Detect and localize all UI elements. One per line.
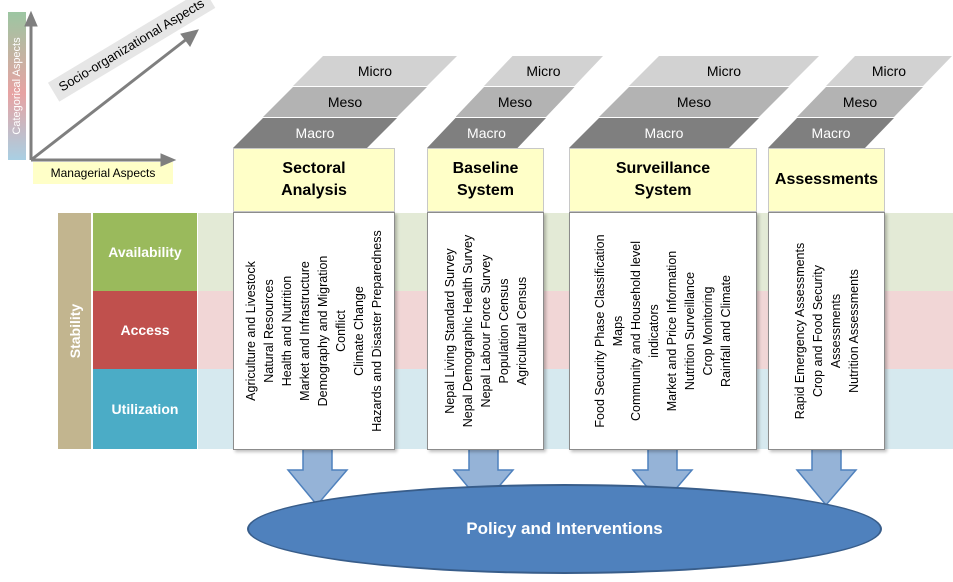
list-item: Assessments (828, 293, 843, 369)
list-item: Agricultural Census (514, 276, 529, 386)
column-items-sectoral: Agriculture and Livestock Natural Resourc… (242, 230, 386, 432)
categorical-aspects-axis: Categorical Aspects (8, 12, 26, 160)
list-item: Crop Monitoring (701, 286, 715, 376)
horizontal-axis-arrowhead (160, 153, 177, 167)
vertical-axis-arrowhead (24, 10, 38, 27)
column-title-sectoral: Sectoral Analysis (233, 148, 395, 212)
column-body-surveillance: Food Security Phase Classification Maps Co… (569, 212, 757, 450)
list-item: Nepal Demographic Health Survey (460, 234, 475, 428)
column-body-sectoral: Agriculture and Livestock Natural Resourc… (233, 212, 395, 450)
policy-label: Policy and Interventions (466, 519, 663, 538)
list-item: Nepal Living Standard Survey (442, 248, 457, 414)
list-item: Demography and Migration (316, 255, 330, 407)
list-item: Natural Resources (262, 279, 276, 383)
stability-bar: Stability (58, 213, 91, 449)
list-item: Nutrition Assessments (846, 269, 861, 393)
list-item: Nutrition Surveillance (683, 271, 697, 391)
level-micro-surveillance: Micro (629, 56, 819, 86)
level-macro-sectoral: Macro (233, 118, 397, 148)
column-title-baseline: Baseline System (427, 148, 544, 212)
list-item: Nepal Labour Force Survey (478, 254, 493, 408)
list-item: Population Census (496, 278, 511, 384)
row-label-availability: Availability (93, 213, 197, 291)
level-meso-surveillance: Meso (599, 87, 789, 117)
level-micro-sectoral: Micro (293, 56, 457, 86)
list-item: Market and Price Information (665, 250, 679, 412)
list-item: Market and Infrastructure (298, 261, 312, 401)
list-item: Rapid Emergency Assessments (792, 242, 807, 420)
level-macro-surveillance: Macro (569, 118, 759, 148)
list-item: Conflict (334, 310, 348, 352)
list-item: Maps (611, 315, 625, 347)
list-item: Food Security Phase Classification (593, 234, 607, 428)
row-label-utilization: Utilization (93, 369, 197, 449)
list-item: Hazards and Disaster Preparedness (370, 230, 384, 432)
column-title-surveillance: Surveillance System (569, 148, 757, 212)
managerial-aspects-label: Managerial Aspects (33, 162, 173, 184)
row-label-access: Access (93, 291, 197, 369)
column-title-assessments: Assessments (768, 148, 885, 212)
list-item: Climate Change (352, 286, 366, 376)
list-item: Agriculture and Livestock (244, 261, 258, 401)
level-meso-sectoral: Meso (263, 87, 427, 117)
diagonal-axis-line (30, 36, 189, 162)
axis-arrows (24, 10, 199, 167)
policy-ellipse: Policy and Interventions (247, 484, 882, 574)
list-item: Crop and Food Security (810, 265, 825, 398)
diagonal-axis-arrowhead (180, 29, 199, 47)
list-item: Community and Household level (629, 241, 643, 421)
list-item: indicators (647, 304, 661, 358)
list-item: Rainfall and Climate (719, 275, 733, 387)
list-item: Health and Nutrition (280, 275, 294, 387)
column-items-surveillance: Food Security Phase Classification Maps Co… (591, 234, 735, 427)
